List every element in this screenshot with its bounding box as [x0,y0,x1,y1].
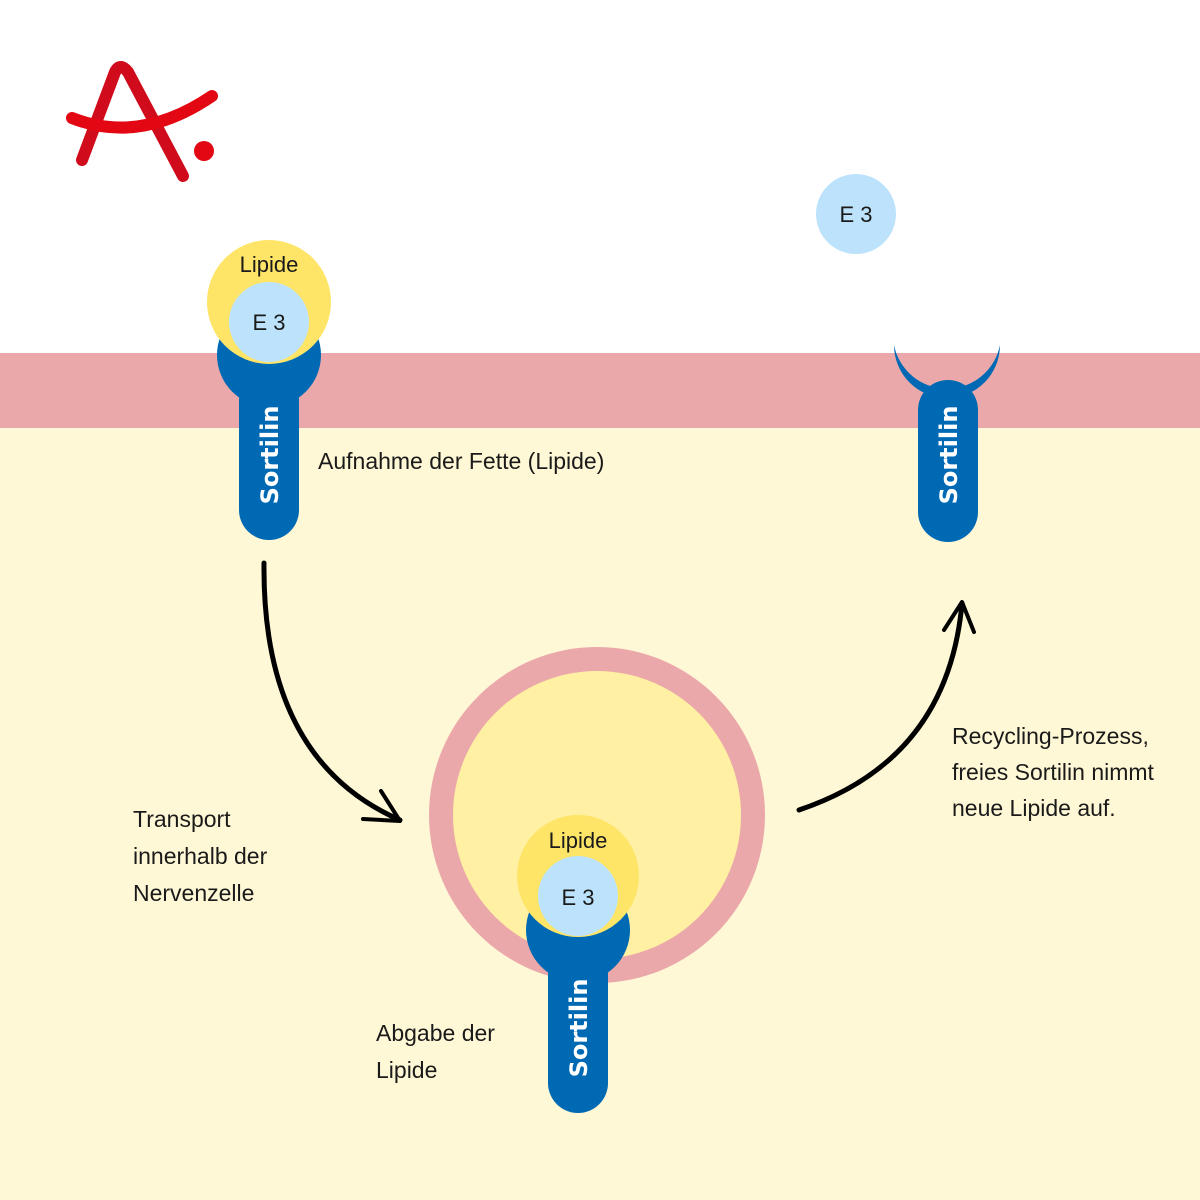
logo-icon [66,61,218,182]
caption-recycling-line-1: Recycling-Prozess, [952,723,1149,749]
caption-release-line-2: Lipide [376,1057,437,1083]
free-sortilin-top-right: Sortilin [894,345,1000,542]
sortilin-label: Sortilin [256,406,284,505]
caption-uptake: Aufnahme der Fette (Lipide) [318,448,604,474]
transport-arrow [261,560,403,823]
free-e3-protein: E 3 [816,174,896,254]
sortilin-with-lipid-top-left: Lipide E 3 Sortilin [207,240,331,540]
lipid-label: Lipide [549,828,608,853]
sortilin-stalk [239,370,299,540]
sortilin-label: Sortilin [565,979,593,1078]
caption-recycling-line-2: freies Sortilin nimmt [952,759,1155,785]
caption-transport-line-1: Transport [133,806,231,832]
e3-label: E 3 [839,202,872,227]
lipid-label: Lipide [240,252,299,277]
e3-protein [229,282,309,362]
vesicle: Lipide E 3 Sortilin [429,647,765,1113]
sortilin-label: Sortilin [935,406,963,505]
caption-transport-line-3: Nervenzelle [133,880,254,906]
cell-membrane [0,353,1200,428]
caption-recycling-line-3: neue Lipide auf. [952,795,1116,821]
sortilin-open-head [894,345,1000,398]
extracellular-space [0,0,1200,354]
e3-label: E 3 [561,885,594,910]
recycling-arrow [796,600,976,813]
e3-label: E 3 [252,310,285,335]
sortilin-stalk [918,380,978,542]
sortilin-stalk [548,945,608,1113]
caption-transport-line-2: innerhalb der [133,843,268,869]
caption-release-line-1: Abgabe der [376,1020,495,1046]
e3-protein [538,856,618,936]
